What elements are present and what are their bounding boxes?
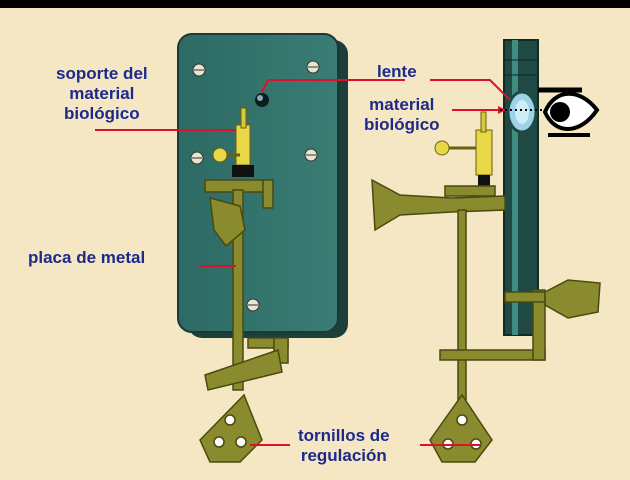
metal-plate-side [503, 39, 539, 336]
label-pointers [95, 79, 511, 446]
label-tornillos: tornillos de regulación [298, 426, 390, 466]
label-tornillos-line1: tornillos de [298, 426, 390, 445]
label-material-line2: biológico [364, 115, 440, 134]
label-soporte-line3: biológico [64, 104, 140, 123]
lens-hole [255, 93, 269, 107]
label-soporte: soporte del material biológico [56, 64, 148, 124]
lens [506, 90, 538, 134]
eye-icon [538, 87, 600, 137]
label-placa: placa de metal [28, 248, 146, 267]
label-material-line1: material [369, 95, 435, 114]
label-lente: lente [377, 62, 417, 81]
label-soporte-line1: soporte del [56, 64, 148, 83]
top-bar [0, 0, 630, 8]
plate-screw [190, 60, 320, 312]
adjustment-mechanism-front [199, 179, 289, 463]
label-soporte-line2: material [69, 84, 135, 103]
label-material: material biológico [364, 95, 440, 135]
label-tornillos-line2: regulación [300, 446, 387, 465]
adjustment-mechanism-side [371, 178, 601, 463]
specimen-holder-side [434, 111, 493, 187]
specimen-holder [212, 107, 254, 177]
